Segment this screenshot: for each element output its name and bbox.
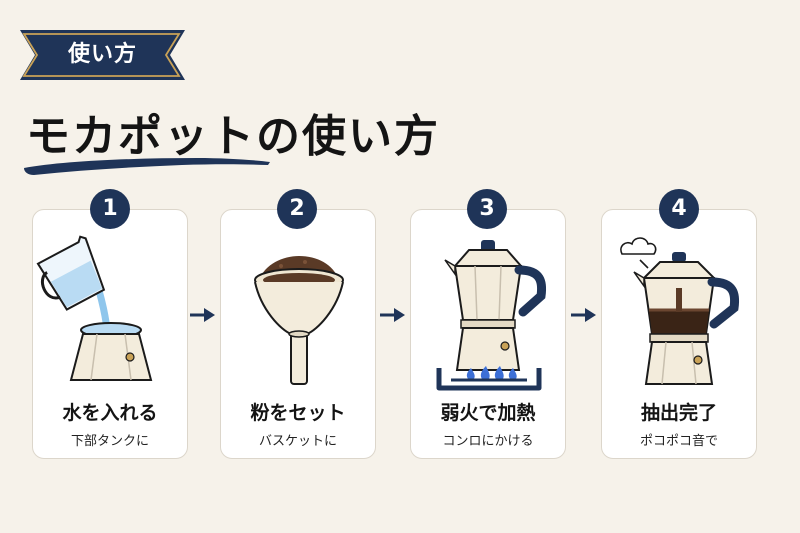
- moka-pot-steam-icon: [620, 237, 740, 385]
- step-1-subtitle: 下部タンクに: [70, 434, 149, 449]
- section-tag: 使い方: [20, 30, 185, 80]
- step-3-subtitle: コンロにかける: [442, 434, 534, 449]
- step-1-card: 水を入れる 下部タンクに: [32, 209, 188, 459]
- moka-pot-on-stove-icon: [436, 240, 547, 391]
- step-3-title: 弱火で加熱: [440, 402, 536, 424]
- brush-underline: [24, 158, 270, 175]
- coffee-basket-icon: [254, 256, 344, 385]
- page-title: モカポットの使い方: [26, 111, 440, 162]
- ribbon-shape: [20, 30, 185, 80]
- step-4-title: 抽出完了: [640, 402, 717, 424]
- step-3-card: 弱火で加熱 コンロにかける: [410, 209, 566, 459]
- step-2-subtitle: バスケットに: [258, 434, 337, 449]
- step-2-badge: 2: [277, 189, 317, 229]
- step-2-card: 粉をセット バスケットに: [220, 209, 376, 459]
- step-4-subtitle: ポコポコ音で: [639, 434, 718, 449]
- step-3-badge: 3: [467, 189, 507, 229]
- water-pitcher-icon: [36, 235, 153, 381]
- step-1-title: 水を入れる: [62, 402, 158, 424]
- arrow-right-icon: [571, 308, 596, 322]
- section-tag-label: 使い方: [67, 42, 137, 67]
- arrow-right-icon: [190, 308, 215, 322]
- step-2-title: 粉をセット: [250, 402, 346, 424]
- step-1-badge: 1: [90, 189, 130, 229]
- step-4-card: 抽出完了 ポコポコ音で: [601, 209, 757, 459]
- step-4-badge: 4: [659, 189, 699, 229]
- arrow-right-icon: [380, 308, 405, 322]
